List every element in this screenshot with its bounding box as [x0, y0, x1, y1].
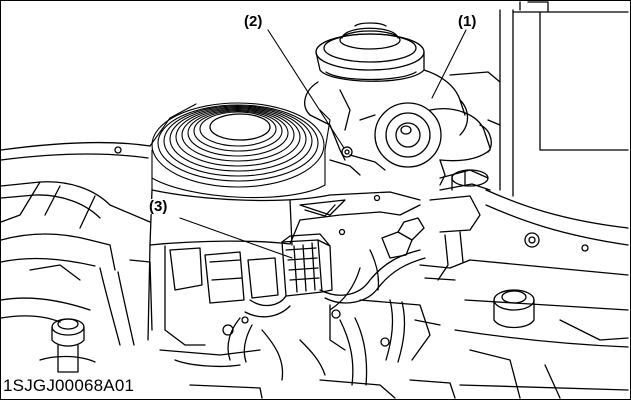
engine-shroud — [149, 189, 421, 246]
air-cleaner — [315, 22, 425, 82]
leader-line-3 — [179, 217, 293, 259]
leader-line-2 — [267, 29, 345, 149]
mounting-bolt — [341, 146, 353, 158]
wiring-harness — [227, 217, 471, 386]
figure-code: 1SJGJ00068A01 — [3, 376, 135, 395]
leader-line-1 — [431, 29, 467, 99]
engine-block-lower — [99, 244, 456, 399]
callout-2: (2) — [243, 13, 264, 30]
hex-bolt — [39, 318, 96, 373]
callout-1: (1) — [457, 13, 478, 30]
body-panel-right — [449, 1, 629, 399]
leader-lines — [179, 29, 467, 259]
connector-3 — [281, 233, 333, 297]
hose-clamp — [429, 169, 491, 281]
body-panel-left — [0, 141, 151, 267]
body-panel-lower-left — [0, 239, 116, 323]
air-intake-elbow — [304, 69, 492, 186]
callout-3: (3) — [148, 198, 169, 215]
cooling-fan-screen — [149, 102, 331, 199]
